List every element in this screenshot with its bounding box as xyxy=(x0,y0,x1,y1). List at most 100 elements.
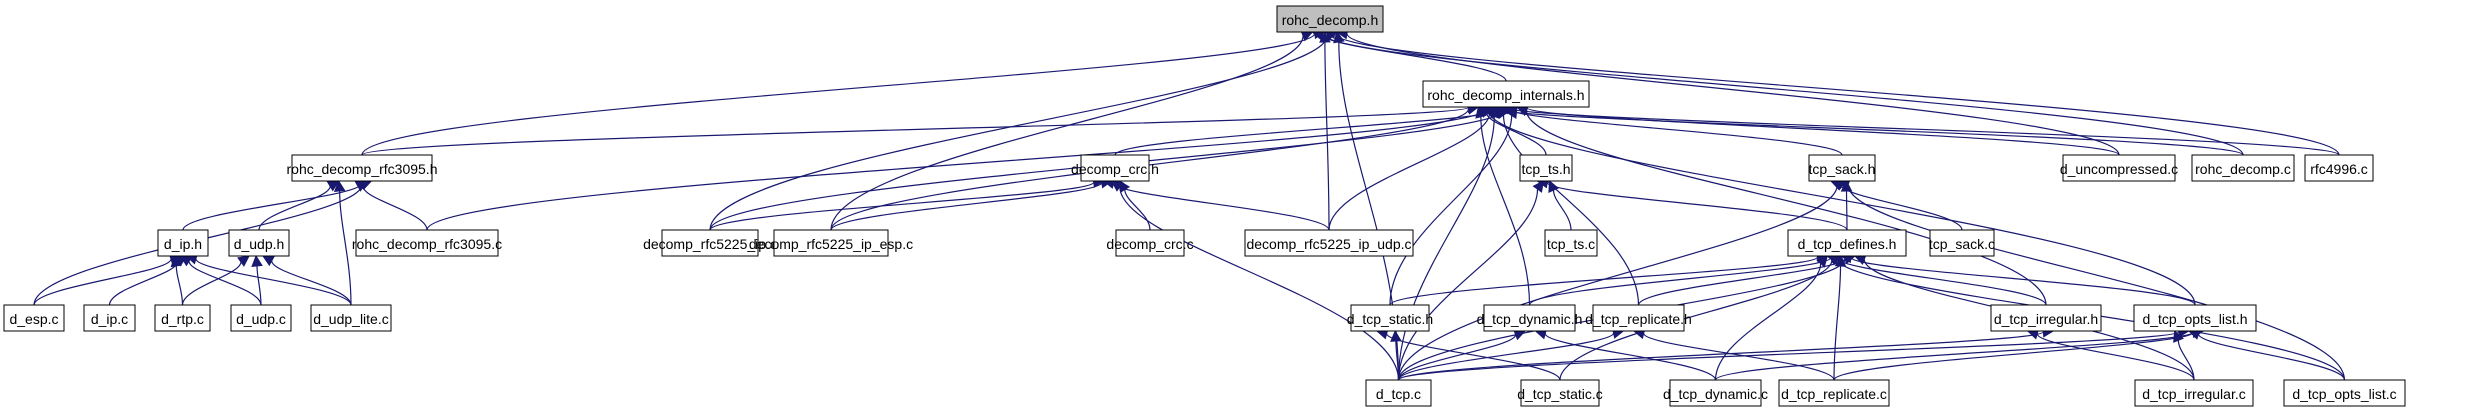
node-tcp-sack-h[interactable]: tcp_sack.h xyxy=(1808,154,1876,182)
edge-line xyxy=(271,260,352,306)
node-box xyxy=(2304,154,2374,182)
edge-d_rtp_c-to-d_udp_h xyxy=(181,255,250,306)
node-tcp-ts-c[interactable]: tcp_ts.c xyxy=(1544,229,1598,257)
node-label: d_tcp_static.c xyxy=(1517,386,1603,402)
node-label: d_tcp.c xyxy=(1376,386,1421,402)
edge-line xyxy=(1397,331,2044,381)
node-tcp-sack-c[interactable]: tcp_sack.c xyxy=(1929,229,1995,257)
edge-line xyxy=(1637,257,1846,306)
edge-line xyxy=(33,258,172,306)
node-label: d_tcp_static.h xyxy=(1347,311,1433,327)
edge-d_tcp_c-to-rohc_decomp_internals_h xyxy=(1397,105,1500,381)
node-label: d_ip.c xyxy=(91,311,128,327)
node-d-tcp-replicate-c[interactable]: d_tcp_replicate.c xyxy=(1778,379,1890,407)
edge-line xyxy=(108,261,179,306)
node-d-uncompressed-c[interactable]: d_uncompressed.c xyxy=(2060,154,2178,182)
node-tcp-ts-h[interactable]: tcp_ts.h xyxy=(1519,154,1573,182)
node-d-tcp-defines-h[interactable]: d_tcp_defines.h xyxy=(1787,229,1907,257)
node-box xyxy=(157,229,209,257)
edge-d_tcp_static_h-to-rohc_decomp_internals_h xyxy=(1389,106,1518,306)
node-d-udp-lite-c[interactable]: d_udp_lite.c xyxy=(310,304,392,332)
node-box xyxy=(3,304,65,332)
edge-line xyxy=(1544,333,1717,381)
edge-line xyxy=(709,34,1329,231)
node-d-udp-c[interactable]: d_udp.c xyxy=(230,304,292,332)
edge-line xyxy=(1397,116,1495,381)
edge-line xyxy=(1850,256,2196,306)
node-box xyxy=(1990,304,2102,332)
edge-line xyxy=(1714,331,2194,381)
node-rohc-decomp-rfc3095-h[interactable]: rohc_decomp_rfc3095.h xyxy=(287,154,438,182)
edge-d_rtp_c-to-d_ip_h xyxy=(170,254,184,306)
node-label: d_esp.c xyxy=(9,311,58,327)
node-box xyxy=(1669,379,1762,407)
edge-line xyxy=(1397,189,1539,381)
edge-d_uncompressed_c-to-rohc_decomp_internals_h xyxy=(1515,102,2120,156)
node-box xyxy=(2134,379,2254,407)
arrowhead-icon xyxy=(251,254,263,268)
node-label: decomp_crc.h xyxy=(1071,161,1159,177)
node-label: decomp_crc.c xyxy=(1106,236,1193,252)
node-d-tcp-static-h[interactable]: d_tcp_static.h xyxy=(1347,304,1433,332)
node-rfc4996-c[interactable]: rfc4996.c xyxy=(2304,154,2374,182)
edge-d_tcp_c-to-tcp_ts_h xyxy=(1397,180,1545,381)
edge-decomp_rfc5225_ip_esp_c-to-rohc_decomp_h xyxy=(830,30,1314,231)
edge-line xyxy=(1487,107,2244,156)
edge-line xyxy=(1321,32,2244,156)
node-box xyxy=(2191,154,2295,182)
node-rohc-decomp-c[interactable]: rohc_decomp.c xyxy=(2191,154,2295,182)
edge-line xyxy=(1643,332,1835,381)
node-decomp-rfc5225-ip-c[interactable]: decomp_rfc5225_ip.c xyxy=(643,229,777,257)
node-d-tcp-c[interactable]: d_tcp.c xyxy=(1365,379,1432,407)
edge-line xyxy=(256,265,262,306)
node-label: d_tcp_dynamic.c xyxy=(1663,386,1768,402)
edge-line xyxy=(339,190,352,306)
node-d-tcp-dynamic-c[interactable]: d_tcp_dynamic.c xyxy=(1663,379,1768,407)
node-box xyxy=(1115,229,1185,257)
edge-line xyxy=(2036,333,2195,381)
node-label: rohc_decomp.c xyxy=(2195,161,2291,177)
node-box xyxy=(1350,304,1430,332)
node-d-tcp-dynamic-h[interactable]: d_tcp_dynamic.h xyxy=(1477,304,1583,332)
node-label: d_tcp_dynamic.h xyxy=(1477,311,1583,327)
node-rohc-decomp-internals-h[interactable]: rohc_decomp_internals.h xyxy=(1422,80,1590,108)
node-label: tcp_ts.h xyxy=(1521,161,1570,177)
node-d-tcp-irregular-c[interactable]: d_tcp_irregular.c xyxy=(2134,379,2254,407)
node-d-ip-h[interactable]: d_ip.h xyxy=(157,229,209,257)
node-label: rohc_decomp.h xyxy=(1282,12,1379,28)
node-label: d_tcp_defines.h xyxy=(1798,236,1897,252)
node-label: d_uncompressed.c xyxy=(2060,161,2178,177)
arrowhead-icon xyxy=(1475,105,1487,119)
node-box xyxy=(230,304,292,332)
node-d-tcp-opts-list-c[interactable]: d_tcp_opts_list.c xyxy=(2283,379,2406,407)
edge-rohc_decomp_c-to-rohc_decomp_internals_h xyxy=(1477,101,2244,156)
node-d-rtp-c[interactable]: d_rtp.c xyxy=(154,304,211,332)
node-decomp-rfc5225-ip-udp-c[interactable]: decomp_rfc5225_ip_udp.c xyxy=(1244,229,1414,257)
edge-d_udp_lite_c-to-rohc_decomp_rfc3095_h xyxy=(333,179,352,306)
node-d-esp-c[interactable]: d_esp.c xyxy=(3,304,65,332)
node-rohc-decomp-rfc3095-c[interactable]: rohc_decomp_rfc3095.c xyxy=(352,229,502,257)
edge-line xyxy=(1487,109,2196,306)
node-d-ip-c[interactable]: d_ip.c xyxy=(83,304,136,332)
edge-line xyxy=(2197,333,2346,381)
node-d-tcp-opts-list-h[interactable]: d_tcp_opts_list.h xyxy=(2133,304,2257,332)
node-d-tcp-replicate-h[interactable]: d_tcp_replicate.h xyxy=(1585,304,1692,332)
node-d-tcp-static-c[interactable]: d_tcp_static.c xyxy=(1517,379,1603,407)
node-box xyxy=(83,304,136,332)
edge-d_tcp_opts_list_c-to-d_tcp_opts_list_h xyxy=(2187,328,2346,381)
node-decomp-crc-h[interactable]: decomp_crc.h xyxy=(1071,154,1159,182)
edge-d_esp_c-to-d_ip_h xyxy=(33,253,182,306)
edge-d_tcp_opts_list_h-to-rohc_decomp_internals_h xyxy=(1477,104,2196,306)
node-decomp-rfc5225-ip-esp-c[interactable]: decomp_rfc5225_ip_esp.c xyxy=(749,229,913,257)
edge-decomp_rfc5225_ip_udp_c-to-decomp_crc_h xyxy=(1102,177,1330,231)
edge-line xyxy=(1847,184,2346,381)
edge-line xyxy=(181,261,242,306)
node-decomp-crc-c[interactable]: decomp_crc.c xyxy=(1106,229,1194,257)
edge-line xyxy=(1386,333,1561,381)
node-d-tcp-irregular-h[interactable]: d_tcp_irregular.h xyxy=(1990,304,2102,332)
node-d-udp-h[interactable]: d_udp.h xyxy=(228,229,290,257)
edge-decomp_rfc5225_ip_esp_c-to-decomp_crc_h xyxy=(830,177,1113,231)
edge-line xyxy=(1833,265,1842,381)
node-label: rohc_decomp_internals.h xyxy=(1427,87,1584,103)
